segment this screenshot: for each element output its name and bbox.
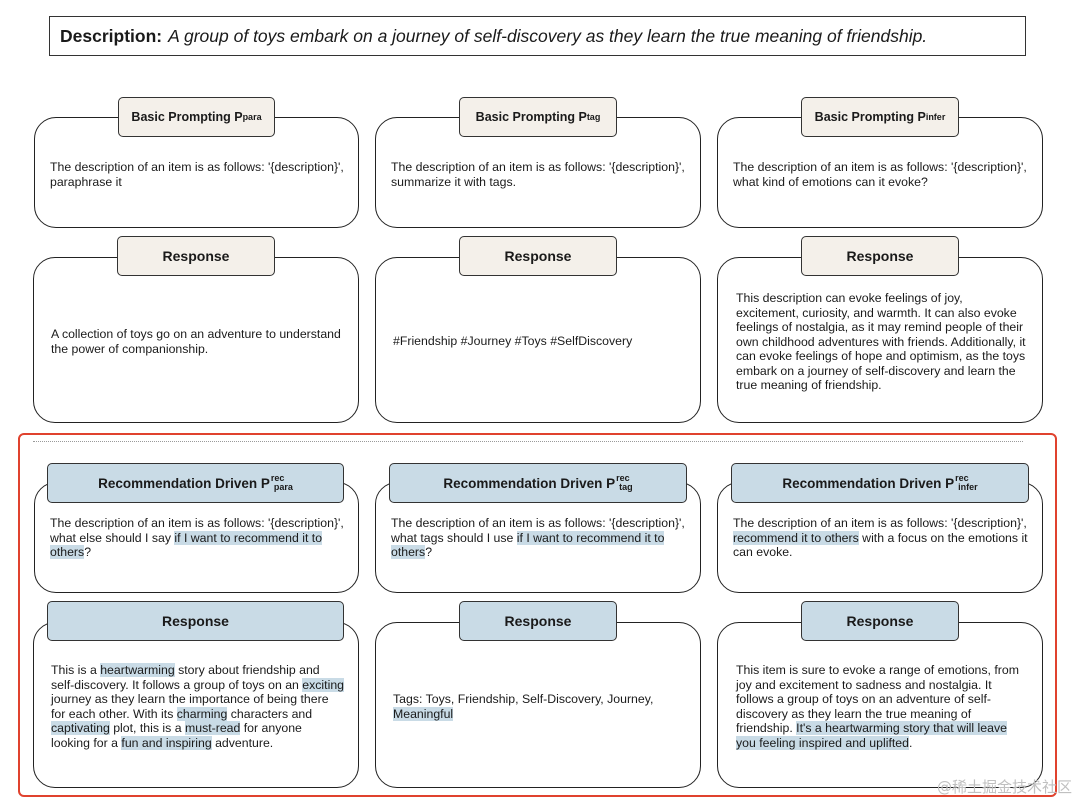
text-segment: The description of an item is as follows… [391,516,685,545]
rec-response-card-tag: Tags: Toys, Friendship, Self-Discovery, … [375,622,701,788]
rec-sub: tag [619,482,633,492]
text-segment: This is a [51,663,101,677]
recommendation-section-box [18,433,1057,797]
rec-title: Recommendation Driven P [98,475,270,491]
rec-prompt-text: The description of an item is as follows… [391,516,686,560]
basic-sub: infer [925,112,946,122]
text-segment: . [908,735,913,750]
basic-prompt-text: The description of an item is as follows… [733,160,1027,189]
rec-response-text: This item is sure to evoke a range of em… [736,663,1026,750]
text-segment: for anyone looking for a [51,721,302,750]
rec-response-text: Tags: Toys, Friendship, Self-Discovery, … [393,692,686,721]
response-label-1: Response [117,236,275,276]
description-box: Description: A group of toys embark on a… [49,16,1026,56]
dotted-divider [33,441,1023,442]
description-label: Description: [60,25,163,46]
rec-response-card-infer: This item is sure to evoke a range of em… [717,622,1043,788]
rec-response-label-2: Response [459,601,617,641]
highlighted-phrase: heartwarming [100,663,175,677]
rec-response-text: This is a heartwarming story about frien… [51,663,344,750]
rec-title: Recommendation Driven P [443,475,616,491]
text-segment: This item is sure to evoke a range of em… [736,663,1019,735]
basic-title: Basic Prompting P [475,110,587,124]
rec-response-label-1: Response [47,601,344,641]
text-segment: Tags: Toys, Friendship, Self-Discovery, … [393,692,654,706]
highlighted-phrase: charming [176,706,228,721]
text-segment: The description of an item is as follows… [733,516,1027,530]
rec-title: Recommendation Driven P [782,475,955,491]
basic-sub: tag [586,112,601,122]
basic-response-card-tag: #Friendship #Journey #Toys #SelfDiscover… [375,257,701,423]
basic-prompt-text: The description of an item is as follows… [391,160,685,189]
highlighted-phrase: fun and inspiring [121,735,212,750]
rec-response-card-para: This is a heartwarming story about frien… [33,622,359,788]
highlighted-phrase: exciting [302,677,344,692]
rec-prompt-text: The description of an item is as follows… [733,516,1028,560]
watermark: @稀土掘金技术社区 [936,778,1072,796]
basic-sub: para [242,112,262,122]
rec-sub: infer [958,482,978,492]
rec-response-label-3: Response [801,601,959,641]
rec-prompt-text: The description of an item is as follows… [50,516,344,560]
text-segment: plot, this is a [109,721,185,735]
text-segment: characters and [227,706,313,721]
text-segment: ? [84,545,92,559]
response-label-3: Response [801,236,959,276]
basic-title: Basic Prompting P [131,110,243,124]
basic-response-text: #Friendship #Journey #Toys #SelfDiscover… [393,334,633,348]
text-segment: adventure. [211,735,274,750]
rec-sup: rec [955,473,969,483]
basic-response-card-infer: This description can evoke feelings of j… [717,257,1043,423]
text-segment: with a focus on the emotions it can evok… [733,530,1028,560]
highlighted-phrase: must-read [184,721,241,735]
text-segment: ? [425,545,433,559]
rec-sup: rec [616,473,630,483]
text-segment: The description of an item is as follows… [50,516,344,545]
basic-response-text: This description can evoke feelings of j… [736,291,1026,392]
basic-title: Basic Prompting P [814,110,926,124]
text-segment: journey as they learn the importance of … [51,692,329,721]
highlighted-phrase: captivating [51,721,110,735]
rec-sub: para [273,482,293,492]
description-text: A group of toys embark on a journey of s… [168,25,928,46]
rec-sup: rec [270,473,285,483]
response-label-2: Response [459,236,617,276]
highlighted-phrase: recommend it to others [733,530,859,545]
basic-prompt-text: The description of an item is as follows… [50,160,344,189]
text-segment: story about friendship and self-discover… [51,663,320,692]
basic-response-text: A collection of toys go on an adventure … [51,327,341,356]
basic-response-card-para: A collection of toys go on an adventure … [33,257,359,423]
highlighted-phrase: Meaningful [393,706,454,721]
